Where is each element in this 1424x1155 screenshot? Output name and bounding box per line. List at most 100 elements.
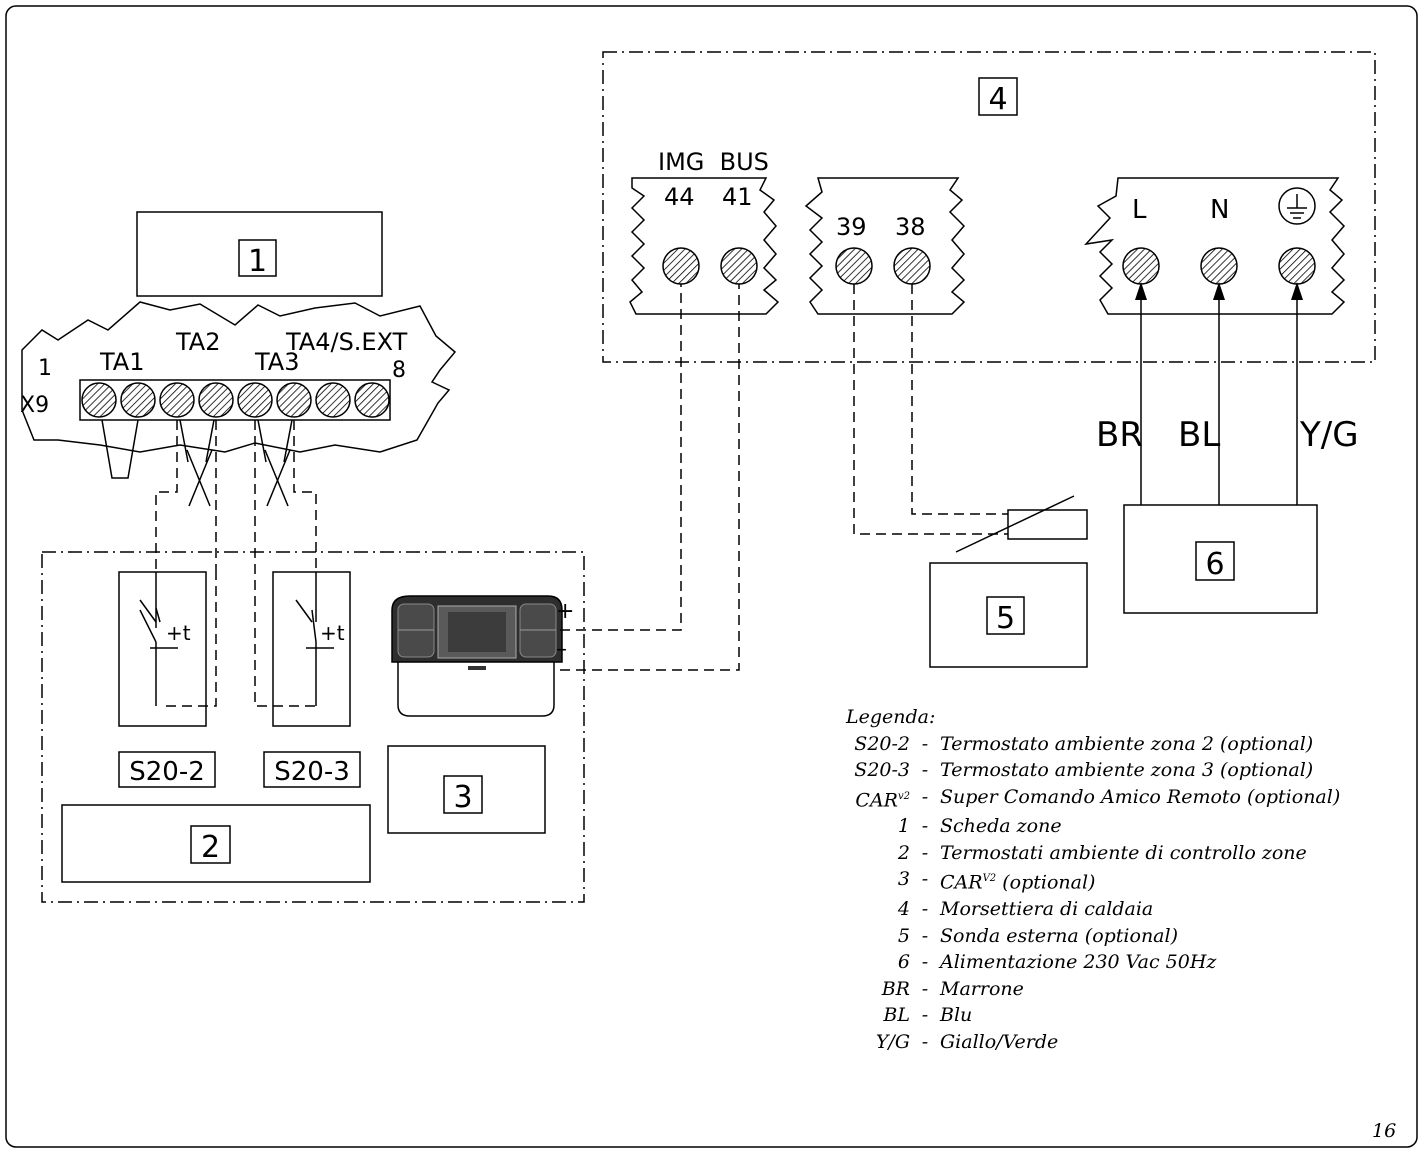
earth-icon [1278,187,1316,225]
power-wires [1140,290,1298,505]
legend-description: Morsettiera di caldaia [940,898,1154,921]
terminal-strip [79,379,391,421]
legend-separator: - [921,759,929,781]
screw-7 [315,382,351,418]
callout-5: 5 [996,601,1015,636]
img-bus-title: IMG BUS [658,148,769,176]
legend-row: 2-Termostati ambiente di controllo zone [820,840,1340,867]
legend-description: Super Comando Amico Remoto (optional) [940,785,1341,808]
terminal-l-label: L [1132,195,1147,225]
legend-code: BL [883,1004,910,1027]
callout-2: 2 [201,830,220,865]
page-frame [5,5,1418,1148]
thermostats-box [61,804,371,883]
legend-row: S20-3-Termostato ambiente zona 3 (option… [820,757,1340,784]
screw-2 [120,382,156,418]
terminal-41-label: 41 [722,183,753,211]
terminal-39-label: 39 [836,213,867,241]
legend-code: 2 [897,841,910,864]
screw-39 [835,247,873,285]
legend-description: Marrone [940,977,1024,1000]
legend-row: BR-Marrone [820,976,1340,1003]
callout-6: 6 [1205,547,1224,582]
bus-terminal-outline [629,177,780,315]
legend-row: 3-CARV2 (optional) [820,866,1340,896]
screw-8 [354,382,390,418]
legend-row: CARv2-Super Comando Amico Remoto (option… [820,784,1340,814]
legend-separator: - [921,977,929,1000]
s20-3-label: S20-3 [274,757,350,787]
s20-3-label-frame [263,751,361,788]
remote-plus-label: + [556,599,574,624]
thermostats-group-frame [41,551,585,903]
legend: Legenda: S20-2-Termostato ambiente zona … [820,704,1340,1055]
ta3-label: TA3 [254,348,299,376]
legend-separator: - [921,951,929,974]
terminal-screws [81,382,390,418]
legend-separator: - [921,898,929,921]
legend-rows: S20-2-Termostato ambiente zona 2 (option… [820,731,1340,1056]
remote-minus-label: – [556,637,567,662]
remote-box [387,745,546,834]
legend-code: CARv2 [855,788,910,811]
legend-separator: - [921,841,929,864]
legend-description: Scheda zone [940,815,1062,838]
screw-5 [237,382,273,418]
legend-row: 6-Alimentazione 230 Vac 50Hz [820,949,1340,976]
probe-sensor [1007,509,1088,540]
legend-code: 3 [897,868,910,891]
terminal-38-label: 38 [895,213,926,241]
legend-code: S20-2 [854,732,910,755]
legend-description: Alimentazione 230 Vac 50Hz [940,951,1217,974]
s20-2-label: S20-2 [129,757,205,787]
power-wire-arrows [1135,282,1303,300]
legend-row: Y/G-Giallo/Verde [820,1029,1340,1056]
ta1-label: TA1 [99,348,144,376]
power-supply-box [1123,504,1318,614]
legend-row: BL-Blu [820,1002,1340,1029]
s20-3-thermostat [272,571,351,727]
legend-row: S20-2-Termostato ambiente zona 2 (option… [820,731,1340,758]
legend-code: 6 [897,951,910,974]
legend-separator: - [921,1004,929,1027]
legend-code: 5 [897,924,910,947]
legend-description: Termostati ambiente di controllo zone [940,841,1307,864]
callout-4-frame [978,77,1018,116]
legend-description: CARV2 (optional) [940,871,1096,894]
screw-44 [662,247,700,285]
legend-row: 5-Sonda esterna (optional) [820,923,1340,950]
legend-code: Y/G [875,1030,910,1053]
callout-3: 3 [453,780,472,815]
screw-4 [198,382,234,418]
terminal-44-label: 44 [664,183,695,211]
s20-3-switch-symbol [295,572,334,706]
s20-2-label-frame [118,751,216,788]
connector-label: X9 [20,393,49,418]
pin-first-label: 1 [38,356,52,381]
callout-1-frame [238,239,277,277]
wire-bl-label: BL [1178,415,1220,455]
probe-terminal-outline [804,177,966,315]
legend-description: Blu [940,1004,973,1027]
callout-6-frame [1195,541,1235,581]
legend-separator: - [921,924,929,947]
zone-board-outline [21,301,457,453]
legend-code: 1 [897,815,910,838]
pin-last-label: 8 [392,358,406,383]
screw-1 [81,382,117,418]
callout-3-frame [443,775,483,814]
legend-separator: - [921,785,929,808]
s20-2-thermostat [118,571,207,727]
boiler-terminal-frame [602,51,1376,363]
legend-row: 1-Scheda zone [820,813,1340,840]
legend-separator: - [921,1030,929,1053]
callout-4: 4 [988,82,1007,117]
s20-2-symbol: +t [166,621,191,645]
remote-control-device [391,595,563,717]
legend-code: BR [881,977,910,1000]
thermostat-wires [155,420,317,707]
legend-title: Legenda: [846,706,936,728]
legend-separator: - [921,868,929,891]
probe-box [929,562,1088,668]
